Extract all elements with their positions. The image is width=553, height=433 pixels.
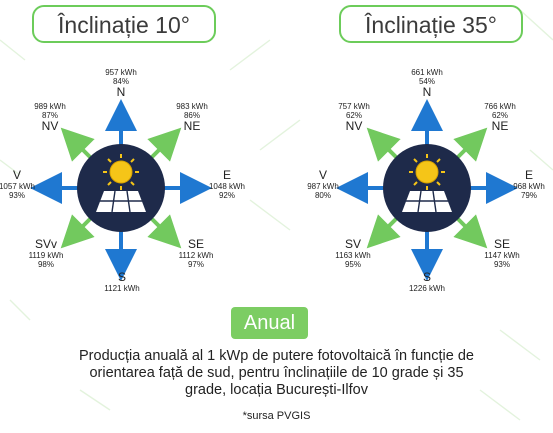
tilt-10-title: Înclinație 10°	[32, 5, 216, 43]
solar-panel-icon	[402, 190, 452, 213]
label-west: V 1057 kWh 93%	[0, 168, 36, 201]
label-north: 957 kWh 84% N	[105, 68, 137, 99]
label-southeast: SE 1147 kWh 93%	[484, 237, 520, 270]
label-east: E 968 kWh 79%	[513, 168, 545, 201]
solar-panel-icon	[96, 190, 146, 213]
compass-graphic	[30, 99, 212, 281]
sun-icon	[409, 154, 445, 190]
label-southwest: SV 1163 kWh 95%	[335, 237, 371, 270]
label-south: S 1121 kWh	[104, 270, 140, 294]
label-south: S 1226 kWh	[408, 270, 446, 294]
label-northwest: 757 kWh 62% NV	[338, 102, 370, 133]
compass-graphic	[336, 99, 518, 281]
label-southwest: SVv 1119 kWh 98%	[28, 237, 64, 270]
label-west: V 987 kWh 80%	[307, 168, 339, 201]
source-note: *sursa PVGIS	[242, 410, 311, 422]
compass-panel-35: 661 kWh 54% N 757 kWh 62% NV 766 kWh 62%…	[303, 60, 553, 300]
label-north: 661 kWh 54% N	[411, 68, 443, 99]
label-southeast: SE 1112 kWh 97%	[178, 237, 214, 270]
label-northwest: 989 kWh 87% NV	[34, 102, 66, 133]
sun-icon	[103, 154, 139, 190]
label-northeast: 983 kWh 86% NE	[176, 102, 208, 133]
label-northeast: 766 kWh 62% NE	[484, 102, 516, 133]
compass-panel-10: 957 kWh 84% N 989 kWh 87% NV 983 kWh 86%…	[0, 60, 250, 300]
tilt-35-title: Înclinație 35°	[339, 5, 523, 43]
annual-badge: Anual	[231, 307, 308, 339]
description-text: Producția anuală al 1 kWp de putere foto…	[79, 348, 474, 398]
label-east: E 1048 kWh 92%	[208, 168, 246, 201]
